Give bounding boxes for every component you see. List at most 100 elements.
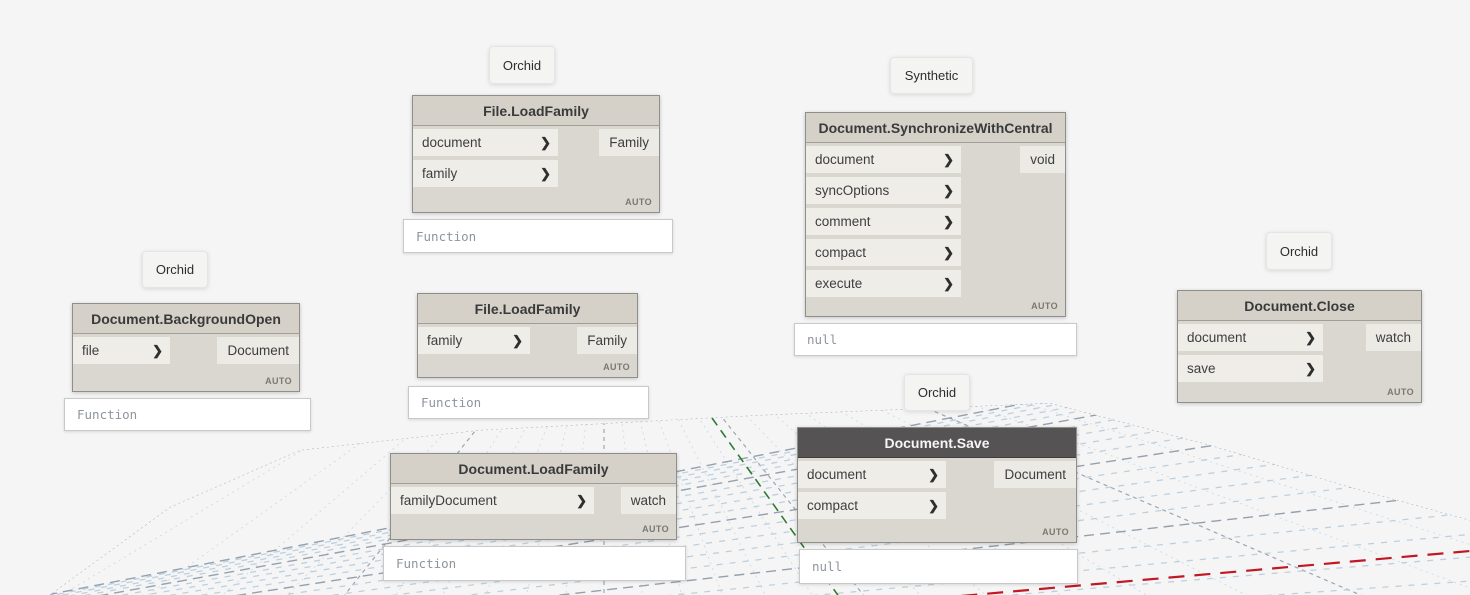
- output-port-label: watch: [1375, 330, 1411, 345]
- lacing-mode-label[interactable]: AUTO: [265, 376, 292, 386]
- input-port-familydocument[interactable]: familyDocument ❯: [391, 487, 594, 514]
- lacing-mode-label[interactable]: AUTO: [1042, 527, 1069, 537]
- input-port-file[interactable]: file ❯: [73, 337, 170, 364]
- preview-value: Function: [77, 407, 138, 422]
- package-badge-label: Orchid: [1279, 243, 1319, 259]
- input-port-chevron-icon: ❯: [1305, 361, 1316, 376]
- input-port-save[interactable]: save ❯: [1178, 355, 1323, 382]
- package-badge-orchid[interactable]: Orchid: [904, 374, 970, 411]
- output-port-document[interactable]: Document: [994, 461, 1076, 488]
- input-port-chevron-icon: ❯: [576, 493, 587, 508]
- node-title: File.LoadFamily: [474, 300, 581, 317]
- input-port-label: document: [815, 152, 875, 167]
- input-port-chevron-icon: ❯: [928, 498, 939, 513]
- input-port-comment[interactable]: comment❯: [806, 208, 961, 235]
- package-badge-orchid[interactable]: Orchid: [489, 46, 555, 84]
- input-port-document[interactable]: document ❯: [798, 461, 946, 488]
- package-badge-synthetic[interactable]: Synthetic: [890, 57, 973, 94]
- input-port-label: compact: [807, 498, 859, 513]
- input-port-label: file: [82, 343, 100, 358]
- output-port-label: Document: [227, 343, 289, 358]
- input-port-label: syncOptions: [815, 183, 890, 198]
- input-port-chevron-icon: ❯: [1305, 330, 1316, 345]
- preview-bubble[interactable]: Function: [408, 386, 649, 419]
- preview-bubble[interactable]: Function: [383, 546, 686, 581]
- node-title: Document.BackgroundOpen: [91, 310, 281, 327]
- output-port-family[interactable]: Family: [599, 129, 659, 156]
- input-port-chevron-icon: ❯: [943, 245, 954, 260]
- node-header[interactable]: Document.BackgroundOpen: [73, 304, 299, 334]
- preview-bubble[interactable]: null: [794, 323, 1077, 356]
- preview-value: Function: [421, 395, 482, 410]
- node-header[interactable]: File.LoadFamily: [418, 294, 637, 324]
- preview-value: Function: [396, 556, 457, 571]
- package-badge-orchid[interactable]: Orchid: [142, 251, 208, 288]
- package-badge-label: Orchid: [155, 262, 195, 277]
- output-port-watch[interactable]: watch: [620, 487, 676, 514]
- output-port-label: Family: [587, 333, 627, 348]
- lacing-mode-label[interactable]: AUTO: [625, 197, 652, 207]
- input-port-family[interactable]: family❯: [413, 160, 558, 187]
- input-port-label: execute: [815, 276, 863, 291]
- node-title: Document.Save: [884, 434, 990, 451]
- input-port-document[interactable]: document ❯: [806, 146, 961, 173]
- node-title: File.LoadFamily: [483, 102, 589, 119]
- input-port-label: document: [807, 467, 867, 482]
- lacing-mode-label[interactable]: AUTO: [1387, 387, 1414, 397]
- input-port-label: familyDocument: [400, 493, 497, 508]
- package-badge-orchid[interactable]: Orchid: [1266, 232, 1332, 270]
- input-port-chevron-icon: ❯: [512, 333, 523, 348]
- input-port-compact[interactable]: compact ❯: [806, 239, 961, 266]
- preview-value: Function: [416, 228, 477, 244]
- input-port-document[interactable]: document ❯: [413, 129, 558, 156]
- output-port-family[interactable]: Family: [577, 327, 637, 354]
- package-badge-label: Synthetic: [904, 68, 959, 83]
- input-port-compact[interactable]: compact ❯: [798, 492, 946, 519]
- package-badge-label: Orchid: [502, 57, 542, 73]
- input-port-label: compact: [815, 245, 867, 260]
- node-header[interactable]: Document.LoadFamily: [391, 454, 676, 484]
- input-port-execute[interactable]: execute❯: [806, 270, 961, 297]
- output-port-document[interactable]: Document: [217, 337, 299, 364]
- input-port-label: save: [1187, 361, 1216, 376]
- lacing-mode-label[interactable]: AUTO: [603, 362, 630, 372]
- output-port-watch[interactable]: watch: [1365, 324, 1421, 351]
- lacing-mode-label[interactable]: AUTO: [1031, 301, 1058, 311]
- node-header[interactable]: File.LoadFamily: [413, 96, 659, 126]
- output-port-label: watch: [630, 493, 666, 508]
- input-port-chevron-icon: ❯: [152, 343, 163, 358]
- preview-bubble[interactable]: Function: [64, 398, 311, 431]
- input-port-syncoptions[interactable]: syncOptions ❯: [806, 177, 961, 204]
- node-document-synchronizewithcentral[interactable]: Document.SynchronizeWithCentral document ❯…: [794, 112, 1077, 356]
- input-port-chevron-icon: ❯: [943, 152, 954, 167]
- output-port-label: Document: [1004, 467, 1066, 482]
- node-title: Document.Close: [1244, 297, 1355, 314]
- input-port-chevron-icon: ❯: [928, 467, 939, 482]
- input-port-document[interactable]: document❯: [1178, 324, 1323, 351]
- input-port-family[interactable]: family❯: [418, 327, 530, 354]
- input-port-chevron-icon: ❯: [540, 135, 551, 150]
- node-title: Document.SynchronizeWithCentral: [818, 119, 1053, 136]
- preview-bubble[interactable]: null: [799, 549, 1078, 584]
- input-port-chevron-icon: ❯: [943, 183, 954, 198]
- node-header[interactable]: Document.SynchronizeWithCentral: [806, 113, 1065, 143]
- node-header[interactable]: Document.Close: [1178, 291, 1421, 321]
- lacing-mode-label[interactable]: AUTO: [642, 524, 669, 534]
- node-title: Document.LoadFamily: [458, 460, 609, 477]
- preview-value: null: [807, 332, 838, 347]
- package-badge-label: Orchid: [917, 385, 957, 400]
- preview-bubble[interactable]: Function: [403, 219, 673, 253]
- output-port-void[interactable]: void: [1020, 146, 1065, 173]
- node-header[interactable]: Document.Save: [798, 428, 1076, 458]
- preview-value: null: [812, 559, 843, 574]
- output-port-label: void: [1030, 152, 1055, 167]
- input-port-chevron-icon: ❯: [943, 214, 954, 229]
- input-port-label: document: [422, 135, 482, 150]
